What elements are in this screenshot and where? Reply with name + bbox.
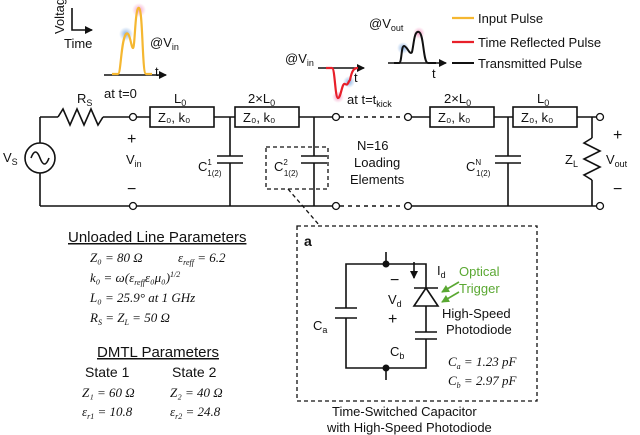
reflected-pulse-waveform	[326, 66, 359, 100]
inset-mid-time-arrow: t	[354, 70, 358, 85]
vin-minus: −	[127, 181, 136, 198]
inset-input-probe: @Vin	[150, 35, 179, 52]
panel-label: a	[304, 233, 312, 249]
trigger-label: Trigger	[459, 281, 500, 296]
unloaded-rs: RS = ZL = 50 Ω	[89, 310, 170, 327]
vin-plus: +	[127, 131, 136, 148]
transmitted-pulse-waveform	[394, 30, 436, 64]
legend-input-label: Input Pulse	[478, 11, 543, 26]
zl-label: ZL	[565, 152, 578, 169]
resistor-zl-icon	[582, 137, 602, 181]
unloaded-k0: k₀ = ω(εreffε₀μ₀)1/2	[90, 270, 180, 287]
dmtl-z1: Z₁ = 60 Ω	[82, 385, 135, 400]
dmtl-er2: εr2 = 24.8	[170, 404, 221, 421]
cb-label: Cb	[390, 344, 404, 361]
resistor-rs-icon	[57, 107, 104, 127]
kick-left-terminal	[331, 112, 341, 122]
kick-bottom-left-terminal	[331, 201, 341, 211]
unloaded-l0: L₀ = 25.9° at 1 GHz	[89, 290, 195, 305]
2l0-label: 2×L0	[248, 91, 275, 108]
vin-label: Vin	[126, 152, 142, 169]
caption-line-1: Time-Switched Capacitor	[332, 404, 477, 419]
detail-wire	[345, 318, 427, 369]
reflected-pulse-inset: @Vin t	[285, 51, 365, 103]
c2-highlight-box	[265, 146, 329, 190]
vout-bottom-terminal	[595, 201, 605, 211]
time-axis-label: Time	[64, 36, 92, 51]
dmtl-parameters: DMTL Parameters State 1 State 2 Z₁ = 60 …	[82, 344, 223, 421]
vout-plus: +	[613, 127, 622, 144]
vd-minus: −	[390, 272, 399, 289]
transmission-line-circuit: VS RS Z₀, k₀ L0 Z₀, k₀ 2×L0 at t=tkick Z…	[3, 91, 628, 227]
z0k0-label: Z₀, k₀	[158, 110, 190, 125]
vout-top-terminal	[595, 112, 605, 122]
z0k0-label: Z₀, k₀	[438, 110, 470, 125]
optical-label: Optical	[459, 264, 500, 279]
legend-transmitted-label: Transmitted Pulse	[478, 56, 582, 71]
unloaded-ereff: εreff = 6.2	[178, 250, 226, 267]
vd-label: Vd	[388, 292, 402, 309]
dmtl-title: DMTL Parameters	[97, 344, 219, 361]
light-arrow-icon	[441, 281, 460, 293]
unloaded-title: Unloaded Line Parameters	[68, 229, 246, 246]
inset-out-time-arrow: t	[432, 66, 436, 81]
legend-reflected-label: Time Reflected Pulse	[478, 35, 601, 50]
inset-out-probe: @Vout	[369, 16, 404, 33]
photodiode-line-2: Photodiode	[446, 322, 512, 337]
ca-value: Ca = 1.23 pF	[448, 354, 517, 371]
axes-arrow-icon	[71, 8, 93, 34]
inset-mid-probe: @Vin	[285, 51, 314, 68]
l0-label: L0	[537, 91, 549, 108]
kick-bottom-right-terminal	[403, 201, 413, 211]
vout-label: Vout	[606, 152, 628, 169]
dmtl-z2: Z₂ = 40 Ω	[170, 385, 223, 400]
dmtl-er1: εr1 = 10.8	[82, 404, 133, 421]
loading-line-1: N=16	[357, 138, 388, 153]
transmitted-pulse-inset: @Vout t	[369, 16, 447, 81]
voltage-axis-label: Voltage	[52, 0, 67, 34]
detail-border	[296, 225, 538, 402]
sine-icon	[30, 151, 50, 165]
vd-plus: +	[388, 311, 397, 328]
vin-top-terminal	[128, 112, 138, 122]
time-arrow-label: t	[155, 64, 159, 79]
dmtl-state1: State 1	[85, 364, 130, 380]
vout-minus: −	[613, 181, 622, 198]
photodiode-icon	[412, 286, 440, 307]
legend: Input Pulse Time Reflected Pulse Transmi…	[452, 11, 601, 71]
unloaded-z0: Z₀ = 80 Ω	[90, 250, 143, 265]
rs-label: RS	[77, 91, 92, 108]
inset-input-time: at t=0	[104, 86, 137, 101]
unloaded-parameters: Unloaded Line Parameters Z₀ = 80 Ω εreff…	[68, 229, 246, 327]
input-pulse-inset: Voltage Time t @Vin at t=0	[52, 0, 179, 101]
vin-bottom-terminal	[128, 201, 138, 211]
l0-label: L0	[174, 91, 186, 108]
id-label: Id	[437, 263, 446, 280]
dmtl-state2: State 2	[172, 364, 217, 380]
light-arrow-icon	[441, 291, 460, 303]
loading-line-3: Elements	[350, 172, 405, 187]
photodiode-detail-panel: a Ca Cb Id Optical Trigger − Vd + High	[296, 225, 538, 435]
kick-right-terminal	[403, 112, 413, 122]
cb-value: Cb = 2.97 pF	[448, 373, 517, 390]
loading-line-2: Loading	[354, 155, 400, 170]
source-label: VS	[3, 150, 18, 167]
2l0-label: 2×L0	[444, 91, 471, 108]
ca-label: Ca	[313, 318, 327, 335]
caption-line-2: with High-Speed Photodiode	[326, 420, 492, 435]
kick-label: at t=tkick	[347, 92, 392, 109]
callout-line	[287, 188, 321, 227]
z0k0-label: Z₀, k₀	[243, 110, 275, 125]
input-pulse-waveform	[112, 6, 152, 76]
z0k0-label: Z₀, k₀	[521, 110, 553, 125]
photodiode-line-1: High-Speed	[442, 306, 511, 321]
